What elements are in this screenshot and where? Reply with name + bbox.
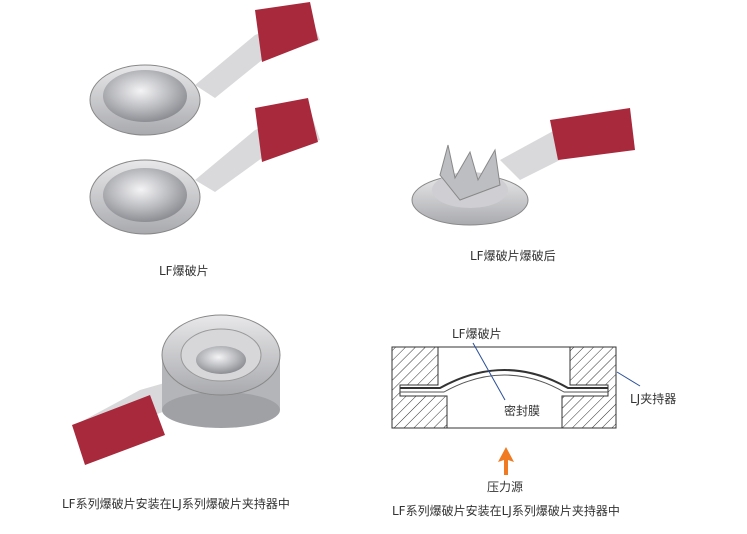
disc-label: LF爆破片 — [452, 327, 502, 341]
tag — [255, 2, 318, 62]
pressure-label: 压力源 — [487, 480, 524, 494]
caption-holder-photo: LF系列爆破片安装在LJ系列爆破片夹持器中 — [62, 497, 290, 511]
tag — [72, 395, 165, 465]
leader-line — [616, 371, 641, 387]
caption-disc: LF爆破片 — [159, 264, 209, 278]
holder-cross-section-diagram — [391, 342, 641, 475]
burst-disc-photo — [411, 108, 635, 226]
leader-line — [472, 342, 506, 401]
caption-diagram: LF系列爆破片安装在LJ系列爆破片夹持器中 — [392, 504, 620, 518]
holder-label: LJ夹持器 — [630, 392, 677, 406]
seal-label: 密封膜 — [504, 404, 541, 418]
tag — [550, 108, 635, 160]
rupture-disc-photo-1 — [89, 2, 320, 136]
holder-photo — [72, 314, 281, 465]
pressure-arrow-icon — [498, 447, 514, 475]
caption-burst: LF爆破片爆破后 — [470, 249, 556, 263]
tag — [255, 98, 318, 162]
rupture-disc-photo-2 — [89, 98, 320, 235]
